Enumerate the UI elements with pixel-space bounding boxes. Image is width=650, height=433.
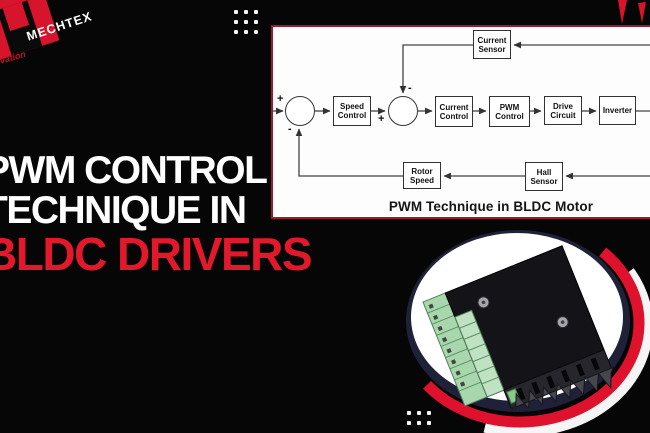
speed-summing-junction bbox=[285, 96, 315, 126]
red-arc bbox=[395, 218, 645, 428]
block-current-sensor: Current Sensor bbox=[473, 30, 511, 59]
mechtex-logo: MECHTEX vation bbox=[0, 0, 150, 110]
title-line-1: PWM CONTROL bbox=[0, 149, 268, 192]
case-screws bbox=[477, 296, 569, 329]
diagram-caption: PWM Technique in BLDC Motor bbox=[388, 199, 594, 214]
bldc-driver-photo bbox=[422, 245, 615, 410]
block-drive-circuit: Drive Circuit bbox=[544, 96, 582, 125]
current-sum-plus-sign: + bbox=[378, 113, 385, 125]
speed-sum-plus-sign: + bbox=[277, 93, 284, 105]
current-summing-junction bbox=[388, 96, 418, 126]
block-current-control: Current Control bbox=[435, 96, 473, 127]
terminal-block-inner bbox=[454, 309, 505, 398]
mechtex-logo-mark-icon bbox=[0, 0, 60, 62]
page-title: PWM CONTROL TECHNIQUE IN BLDC DRIVERS bbox=[0, 149, 313, 281]
block-hall-sensor: Hall Sensor bbox=[525, 162, 563, 191]
block-pwm-control: PWM Control bbox=[489, 96, 530, 127]
block-rotor-speed: Rotor Speed bbox=[403, 162, 441, 189]
block-inverter: Inverter bbox=[599, 96, 636, 125]
block-speed-control: Speed Control bbox=[333, 96, 371, 126]
current-sum-minus-sign: - bbox=[408, 82, 412, 94]
title-line-2: TECHNIQUE IN bbox=[0, 189, 247, 232]
speed-sum-minus-sign: - bbox=[288, 123, 292, 135]
outer-white-arc bbox=[390, 215, 650, 433]
title-line-3: BLDC DRIVERS bbox=[0, 228, 313, 280]
red-claw-strokes-icon bbox=[618, 0, 646, 24]
heatsink-fins bbox=[511, 366, 615, 410]
diagram-connectors bbox=[273, 41, 650, 180]
dots-grid-icon bbox=[234, 10, 258, 34]
dots-grid-icon bbox=[407, 411, 431, 425]
diagram-panel: + - - + Current Sensor Speed Control Cur… bbox=[271, 25, 650, 219]
